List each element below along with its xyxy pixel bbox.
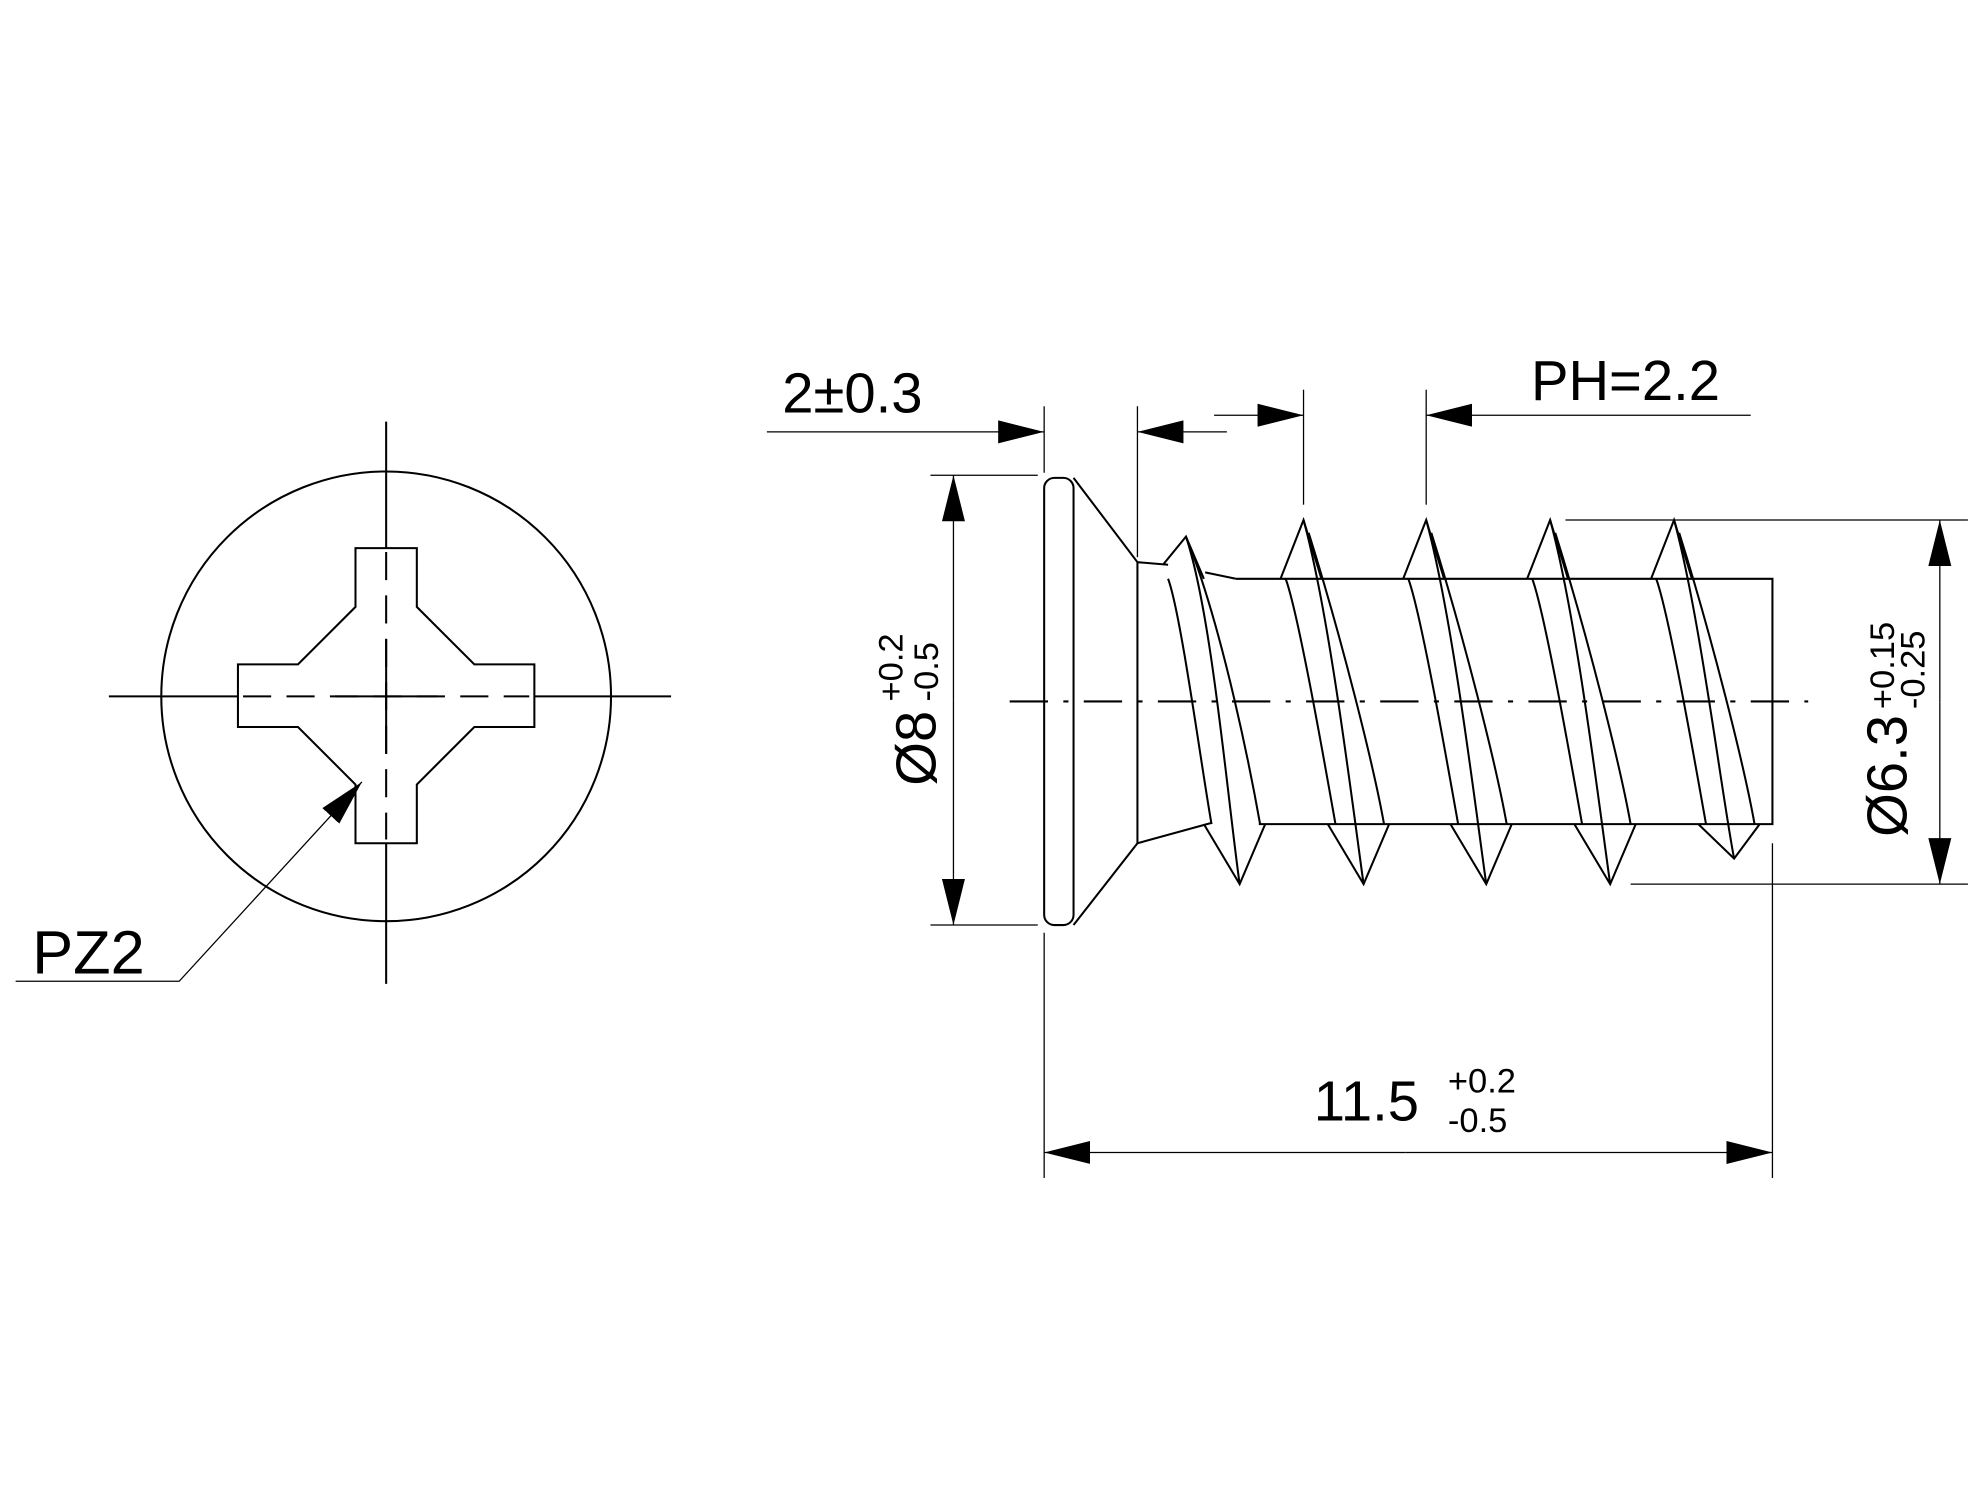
thread-crest-bottom — [1697, 823, 1761, 861]
thread-turns — [1162, 516, 1761, 887]
length-lower-tol: -0.5 — [1448, 1102, 1507, 1140]
thread-flank — [1185, 536, 1241, 885]
head-cone — [1072, 477, 1139, 926]
thread-flank — [1407, 578, 1460, 825]
thread-crest-bottom — [1449, 823, 1513, 887]
thread-flank — [1531, 578, 1584, 825]
thread-crest-bottom — [1202, 823, 1267, 887]
thread-crest-top — [1162, 534, 1205, 580]
dim-pitch: PH=2.2 — [1214, 349, 1751, 505]
top-view: PZ2 — [15, 421, 672, 987]
thread-flank — [1190, 549, 1262, 825]
screw-head — [1043, 476, 1075, 927]
thread-flank — [1430, 532, 1508, 825]
side-view — [1009, 476, 1809, 927]
pitch-label: PH=2.2 — [1531, 349, 1720, 412]
thread-diameter-lower-tol: -0.25 — [1894, 631, 1932, 710]
thread-crest-bottom — [1573, 823, 1637, 887]
thread-flank — [1673, 519, 1736, 859]
head-diameter-upper-tol: +0.2 — [872, 633, 910, 701]
head-height-label: 2±0.3 — [782, 362, 922, 425]
drive-label: PZ2 — [32, 918, 144, 987]
thread-flank — [1284, 578, 1337, 825]
thread-flank — [1554, 532, 1632, 825]
thread-flank — [1655, 578, 1708, 825]
thread-flank — [1549, 519, 1612, 885]
pz-leader-line — [15, 781, 363, 982]
thread-flank — [1302, 519, 1365, 885]
dim-head-diameter: Ø8 +0.2 -0.5 — [872, 474, 1038, 926]
dim-thread-diameter: Ø6.3 +0.15 -0.25 — [1565, 519, 1968, 885]
length-label: 11.5 — [1314, 1070, 1419, 1133]
thread-flank — [1167, 578, 1213, 825]
dim-head-height: 2±0.3 — [766, 362, 1227, 558]
thread-flank — [1307, 532, 1386, 825]
thread-flank — [1425, 519, 1488, 885]
head-diameter-label: Ø8 — [885, 711, 948, 786]
head-diameter-lower-tol: -0.5 — [908, 642, 946, 701]
thread-flank — [1678, 532, 1756, 825]
thread-diameter-label: Ø6.3 — [1856, 715, 1919, 837]
dim-length: 11.5 +0.2 -0.5 — [1043, 843, 1774, 1179]
neck — [1137, 561, 1237, 845]
length-upper-tol: +0.2 — [1448, 1062, 1516, 1100]
thread-crest-bottom — [1326, 823, 1391, 887]
thread-diameter-upper-tol: +0.15 — [1864, 622, 1902, 709]
